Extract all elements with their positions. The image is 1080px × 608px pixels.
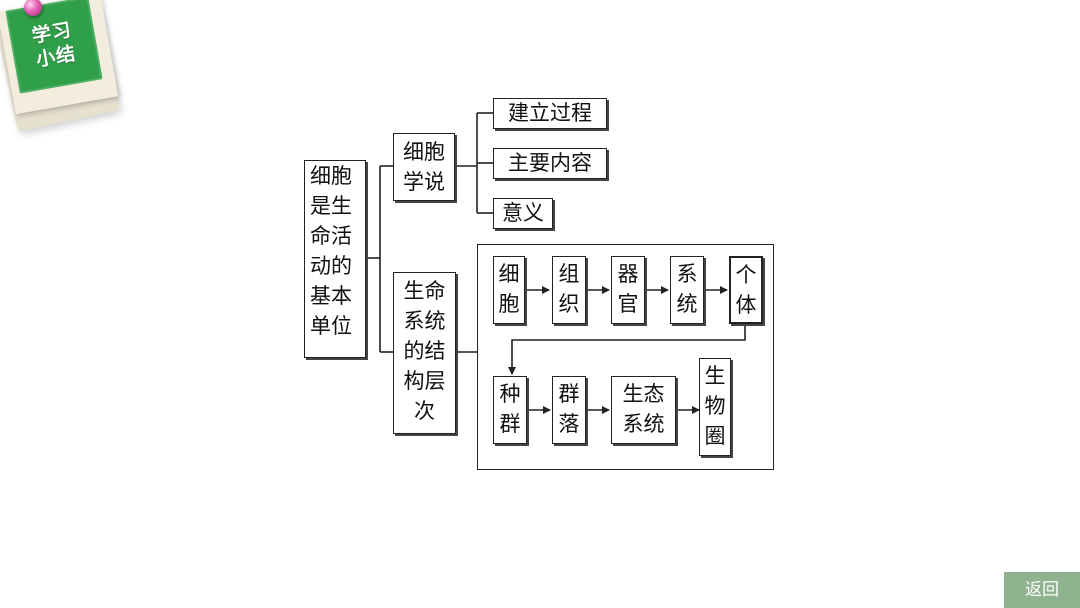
cell-theory-box: 细胞 学说	[393, 133, 455, 201]
cell-theory-item-3: 意义	[493, 198, 553, 229]
cell-theory-text: 细胞 学说	[403, 140, 445, 194]
root-concept-text: 细胞 是生 命活 动的 基本 单位	[310, 164, 352, 338]
level-system-box: 系 统	[670, 256, 704, 324]
badge-line-2: 小结	[34, 42, 78, 72]
level-community-text: 群 落	[558, 382, 580, 436]
cell-theory-item-3-text: 意义	[502, 201, 544, 225]
badge-note: 学习 小结	[5, 0, 103, 94]
root-concept-box: 细胞 是生 命活 动的 基本 单位	[304, 160, 366, 358]
hierarchy-text: 生命 系统 的结 构层 次	[403, 279, 446, 423]
cell-theory-item-1: 建立过程	[493, 98, 607, 129]
cell-theory-item-2: 主要内容	[493, 148, 607, 179]
hierarchy-levels-container	[477, 244, 774, 470]
level-tissue-box: 组 织	[552, 256, 586, 324]
back-button[interactable]: 返回	[1004, 572, 1080, 608]
pushpin-icon	[24, 0, 42, 16]
level-biosphere-box: 生 物 圈	[699, 358, 731, 456]
cell-theory-item-2-text: 主要内容	[508, 151, 592, 175]
level-community-box: 群 落	[552, 376, 586, 444]
level-cell-box: 细 胞	[493, 256, 525, 324]
level-organ-box: 器 官	[611, 256, 645, 324]
level-individual-box: 个 体	[729, 256, 763, 324]
level-biosphere-text: 生 物 圈	[704, 364, 726, 448]
level-population-box: 种 群	[493, 376, 527, 444]
level-population-text: 种 群	[499, 382, 521, 436]
summary-badge: 学习 小结	[0, 0, 125, 132]
cell-theory-item-1-text: 建立过程	[508, 101, 592, 125]
level-cell-text: 细 胞	[498, 262, 520, 316]
level-ecosystem-box: 生态 系统	[611, 376, 676, 444]
back-button-label: 返回	[1025, 580, 1059, 600]
level-system-text: 系 统	[676, 262, 698, 316]
level-ecosystem-text: 生态 系统	[622, 382, 665, 436]
level-organ-text: 器 官	[617, 262, 639, 316]
hierarchy-box: 生命 系统 的结 构层 次	[393, 272, 456, 434]
level-tissue-text: 组 织	[558, 262, 580, 316]
level-individual-text: 个 体	[735, 263, 757, 317]
